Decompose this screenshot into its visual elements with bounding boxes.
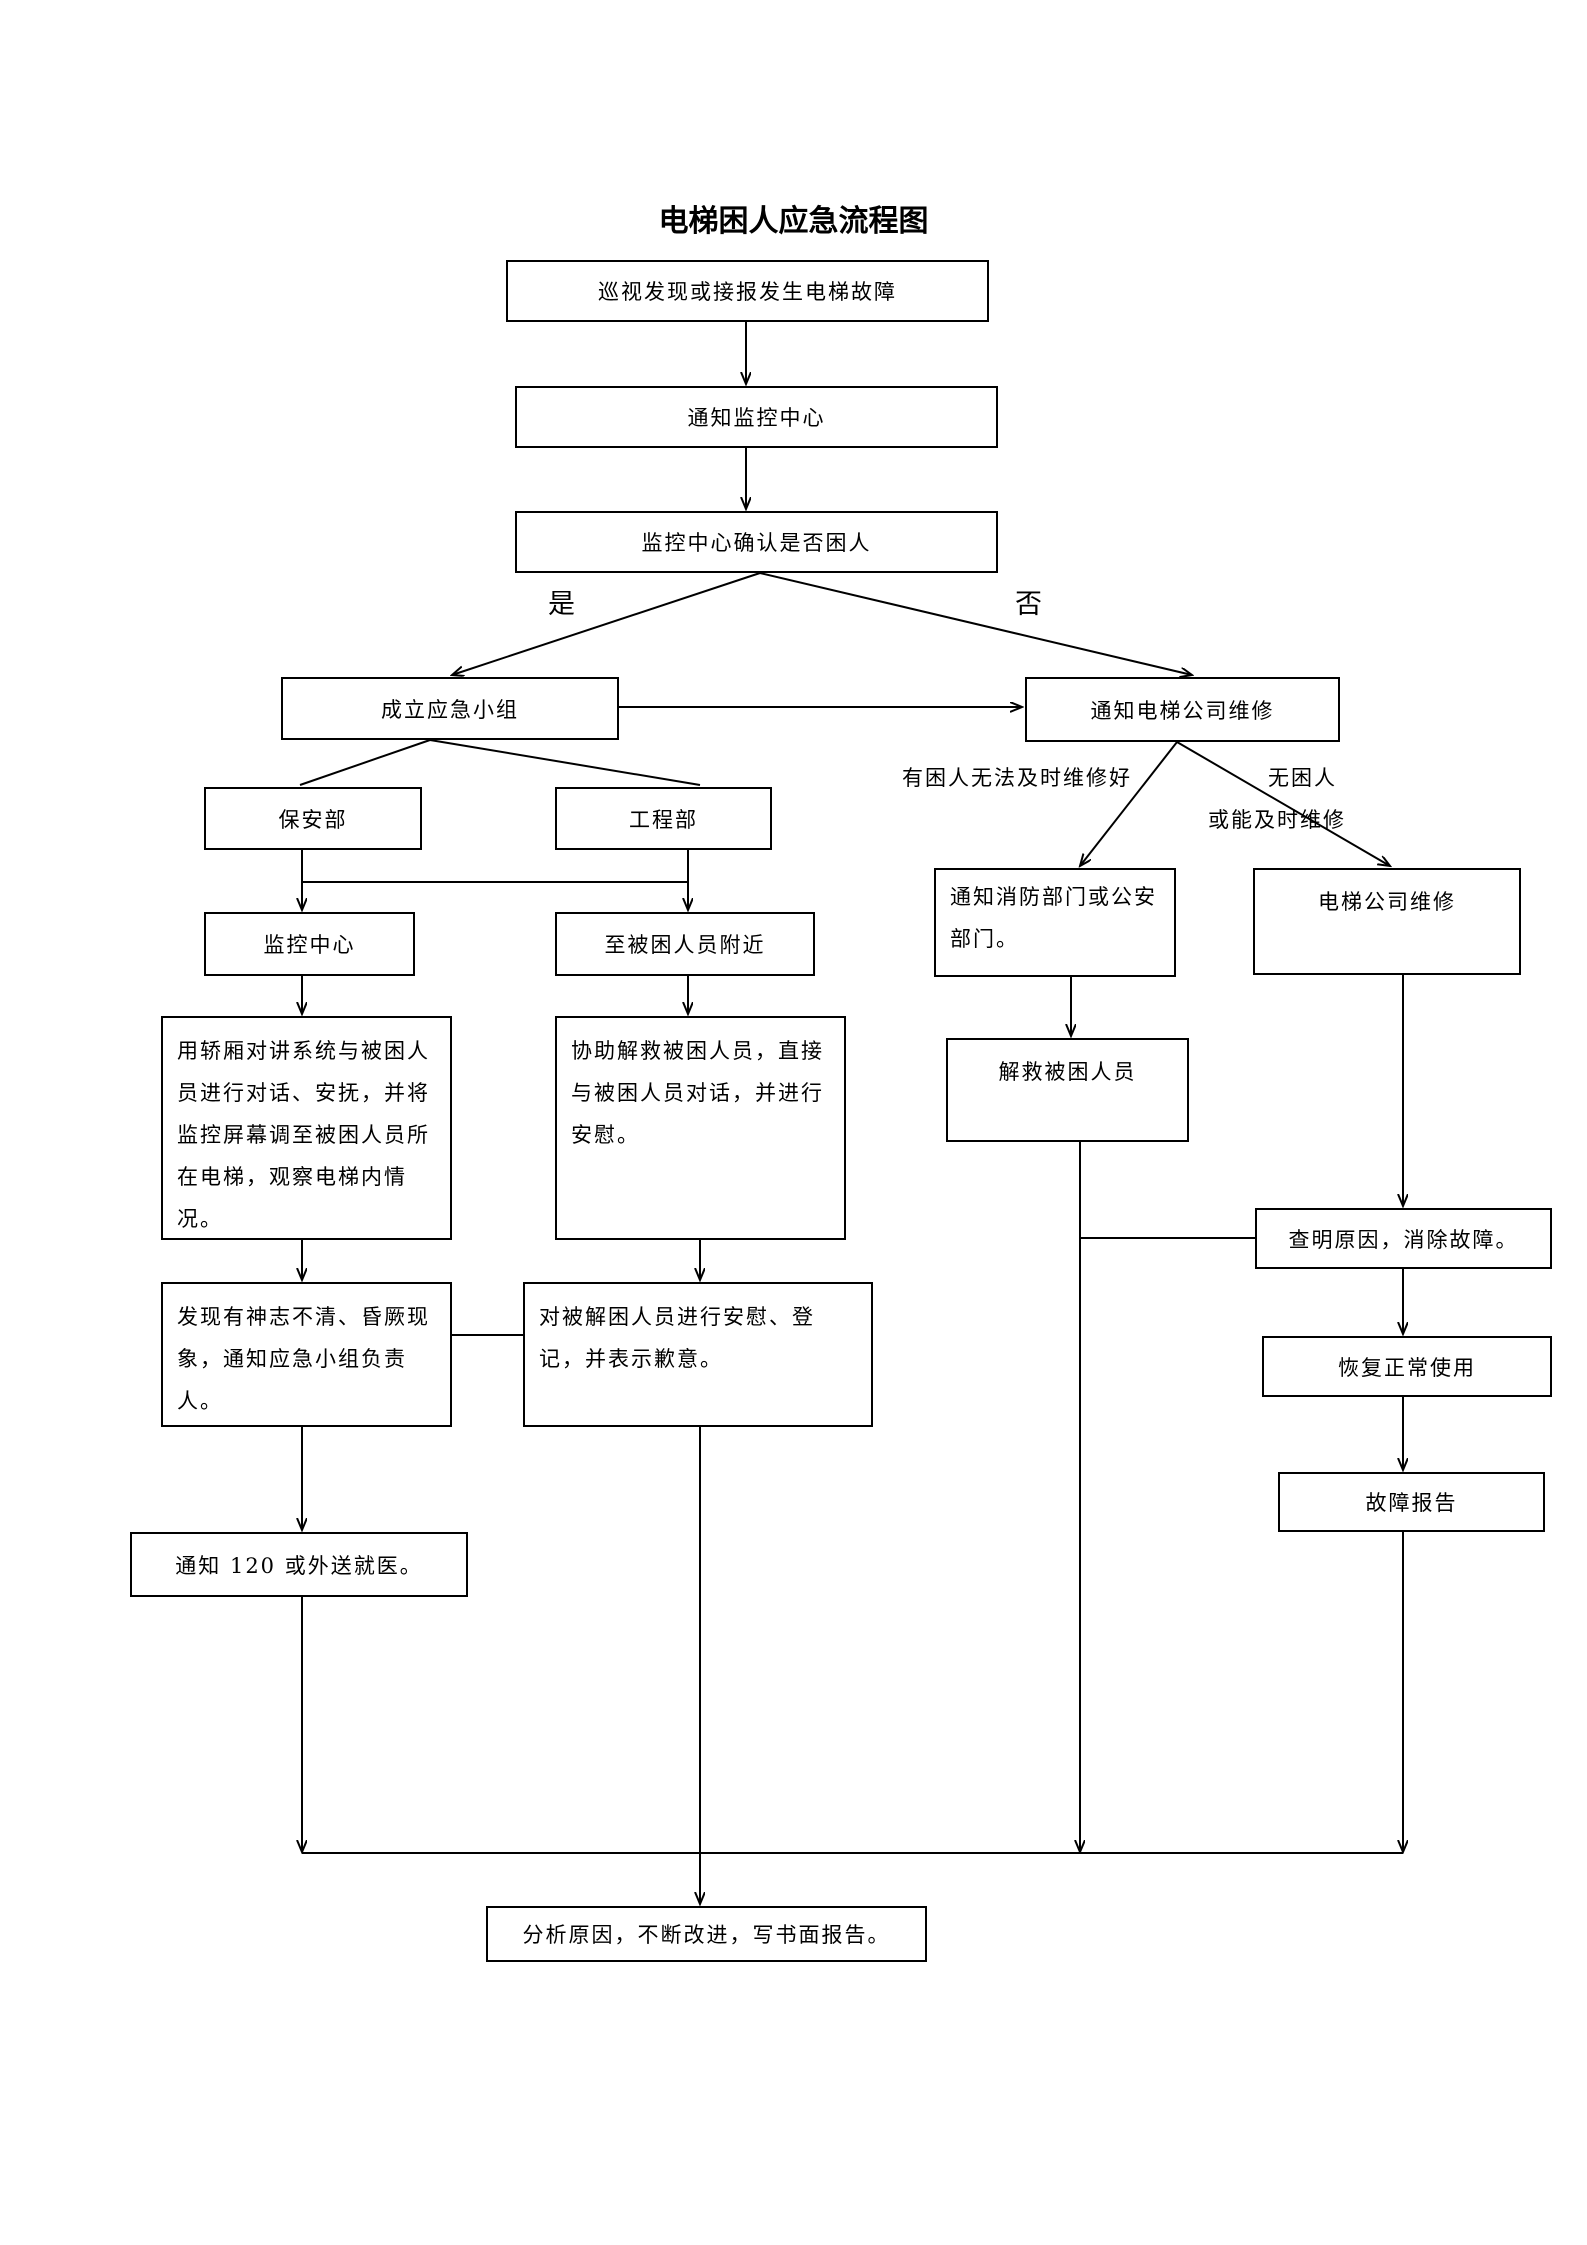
label-no-trapped-line2: 或能及时维修 <box>1208 808 1346 832</box>
step-restore: 恢复正常使用 <box>1262 1336 1552 1397</box>
step-analyze: 分析原因，不断改进，写书面报告。 <box>486 1906 927 1962</box>
step-call-120: 通知 120 或外送就医。 <box>130 1532 468 1597</box>
step-notify-fire: 通知消防部门或公安部门。 <box>934 868 1176 977</box>
step-confirm-trapped: 监控中心确认是否困人 <box>515 511 998 573</box>
step-near-trapped: 至被困人员附近 <box>555 912 815 976</box>
step-rescue: 解救被困人员 <box>946 1038 1189 1142</box>
label-trapped-cannot-fix: 有困人无法及时维修好 <box>902 766 1132 790</box>
arrow-confirm-to-team <box>452 572 761 675</box>
step-engineering-dept: 工程部 <box>555 787 772 850</box>
step-notify-company: 通知电梯公司维修 <box>1025 677 1340 742</box>
arrow-company-to-repair <box>1176 741 1390 866</box>
step-unconscious: 发现有神志不清、昏厥现象，通知应急小组负责人。 <box>161 1282 452 1427</box>
step-assist-rescue: 协助解救被困人员，直接与被困人员对话，并进行安慰。 <box>555 1016 846 1240</box>
line-team-to-security <box>299 739 431 786</box>
label-yes: 是 <box>548 589 577 620</box>
step-form-team: 成立应急小组 <box>281 677 619 740</box>
step-notify-monitor: 通知监控中心 <box>515 386 998 448</box>
step-fault-report: 故障报告 <box>1278 1472 1545 1532</box>
page-title: 电梯困人应急流程图 <box>658 204 929 239</box>
arrow-confirm-to-company <box>759 572 1192 675</box>
line-team-to-engineering <box>429 739 701 786</box>
step-comfort-register: 对被解困人员进行安慰、登记，并表示歉意。 <box>523 1282 873 1427</box>
arrow-company-to-fire <box>1080 741 1178 866</box>
step-find-cause: 查明原因，消除故障。 <box>1255 1208 1552 1269</box>
step-monitor-center: 监控中心 <box>204 912 415 976</box>
label-no-trapped-line1: 无困人 <box>1268 766 1337 790</box>
step-security-dept: 保安部 <box>204 787 422 850</box>
label-no: 否 <box>1015 589 1044 620</box>
step-intercom: 用轿厢对讲系统与被困人员进行对话、安抚，并将监控屏幕调至被困人员所在电梯，观察电… <box>161 1016 452 1240</box>
step-company-repair: 电梯公司维修 <box>1253 868 1521 975</box>
step-discover: 巡视发现或接报发生电梯故障 <box>506 260 989 322</box>
